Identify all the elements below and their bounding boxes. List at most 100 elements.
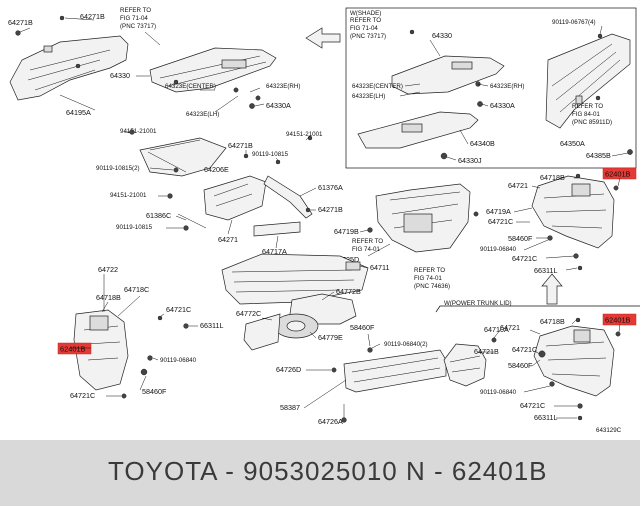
- side-trim-panel: [9, 35, 129, 101]
- tray-center: [286, 320, 306, 332]
- trunk-lid-trim: [203, 175, 267, 221]
- label-90119-06840-p: 90119-06840: [480, 389, 517, 396]
- fastener: [597, 33, 603, 39]
- tray-side-block: [243, 313, 281, 351]
- fastener: [577, 415, 583, 421]
- refer-pnc: (PNC 85911D): [572, 119, 612, 126]
- shade-variant-box: [345, 7, 637, 169]
- fastener: [59, 15, 65, 21]
- label-64330A-shade: 64330A: [490, 101, 515, 110]
- label-64721C-r: 64721C: [488, 217, 513, 226]
- trim-pocket: [571, 183, 591, 197]
- fastener-64385B: [627, 149, 633, 155]
- label-64772C: 64772C: [236, 309, 261, 318]
- label-66311L-r: 66311L: [534, 266, 557, 275]
- footer-bar: TOYOTA - 9053025010 N - 62401B: [0, 440, 640, 506]
- label-94151-b: 94151-21001: [110, 192, 147, 199]
- fastener: [409, 29, 415, 35]
- tray-vent: [451, 61, 473, 70]
- label-64721C-a: 64721C: [166, 305, 191, 314]
- label-64271B-c: 64271B: [228, 141, 253, 150]
- exploded-parts-drawing: 64271B 64271B REFER TO FIG 71-04 (PNC 73…: [8, 7, 640, 434]
- label-58460F-r: 58460F: [508, 234, 533, 243]
- label-64721C-r2: 64721C: [512, 254, 537, 263]
- power-trunk-box-title: W(POWER TRUNK LID): [444, 300, 512, 307]
- fastener: [243, 153, 249, 159]
- highlight-62401B-left: [57, 342, 92, 355]
- label-94151-a: 94151-21001: [120, 128, 157, 135]
- label-64718B: 64718B: [96, 293, 121, 302]
- label-61376A: 61376A: [318, 183, 343, 192]
- label-64323E-center-shade: 64323E(CENTER): [352, 83, 403, 90]
- power-trunk-box-border: [435, 305, 640, 313]
- refer-label: REFER TO: [350, 17, 381, 24]
- fastener: [233, 87, 239, 93]
- label-90119-06840-2: 90119-06840(2): [384, 341, 428, 348]
- label-64721B: 64721B: [474, 347, 499, 356]
- label-90119-10815-c: 90119-10815: [116, 224, 153, 231]
- label-64721C-b: 64721C: [70, 391, 95, 400]
- label-58387: 58387: [280, 403, 300, 412]
- label-64206E: 64206E: [204, 165, 229, 174]
- right-side-trim-power: [533, 325, 615, 397]
- label-64779E: 64779E: [318, 333, 343, 342]
- refer-pnc: (PNC 73717): [120, 23, 156, 30]
- label-64722: 64722: [98, 265, 118, 274]
- label-90119-10815-b: 90119-10815: [252, 151, 289, 158]
- label-62401B-power: 62401B: [605, 316, 631, 325]
- label-64718B-p: 64718B: [540, 317, 565, 326]
- fastener: [147, 355, 153, 361]
- label-64323E-lh: 64323E(LH): [186, 111, 219, 118]
- label-66311L-p: 66311L: [534, 413, 557, 422]
- refer-fig: FIG 74-01: [352, 246, 380, 253]
- fastener: [491, 337, 497, 343]
- fastener: [140, 368, 148, 376]
- parts-diagram: 64271B 64271B REFER TO FIG 71-04 (PNC 73…: [8, 7, 640, 434]
- refer-label: REFER TO: [120, 7, 151, 14]
- highlight-62401B-power: [602, 313, 637, 326]
- shade-box-title: W(SHADE): [350, 10, 381, 17]
- fastener: [613, 185, 619, 191]
- fastener: [473, 211, 479, 217]
- label-64772B: 64772B: [336, 287, 361, 296]
- hinge-cover: [263, 175, 313, 219]
- fastener: [275, 159, 281, 165]
- trunk-sill-plate: [343, 349, 447, 393]
- package-tray: [149, 47, 277, 93]
- refer-fig: FIG 84-01: [572, 111, 600, 118]
- fastener: [157, 315, 163, 321]
- fastener: [615, 331, 621, 337]
- label-64721: 64721: [508, 181, 528, 190]
- refer-pnc: (PNC 74636): [414, 283, 450, 290]
- mat-hook: [345, 261, 361, 271]
- footer-part-number: TOYOTA - 9053025010: [108, 456, 398, 486]
- label-64719B: 64719B: [334, 227, 359, 236]
- label-64385B: 64385B: [586, 151, 611, 160]
- pointer-arrow: [305, 27, 341, 49]
- up-arrow: [541, 273, 563, 305]
- label-58460F-b: 58460F: [350, 323, 375, 332]
- label-62401B-right: 62401B: [605, 170, 631, 179]
- fastener: [595, 95, 601, 101]
- label-90119-06840-r: 90119-06840: [480, 246, 517, 253]
- diagram-code: 643129C: [596, 427, 622, 434]
- tray-vent: [221, 59, 247, 69]
- label-66311L-a: 66311L: [200, 321, 223, 330]
- label-64721C-p: 64721C: [512, 345, 537, 354]
- fastener-64330J: [440, 152, 448, 160]
- label-58460F-p: 58460F: [508, 361, 533, 370]
- fastener: [573, 253, 579, 259]
- label-64330: 64330: [110, 71, 130, 80]
- label-58460F-a: 58460F: [142, 387, 167, 396]
- refer-fig: FIG 71-04: [120, 15, 148, 22]
- fastener: [367, 347, 373, 353]
- trunk-lid-trim-power: [443, 343, 487, 387]
- refer-label: REFER TO: [572, 103, 603, 110]
- label-64721C-p2: 64721C: [520, 401, 545, 410]
- fastener: [549, 381, 555, 387]
- label-64710A: 64710A: [484, 325, 509, 334]
- label-64323E-rh-shade: 64323E(RH): [490, 83, 524, 90]
- package-tray-shade: [391, 55, 505, 95]
- fastener: [577, 265, 583, 271]
- label-90119-10815-2: 90119-10815(2): [96, 165, 140, 172]
